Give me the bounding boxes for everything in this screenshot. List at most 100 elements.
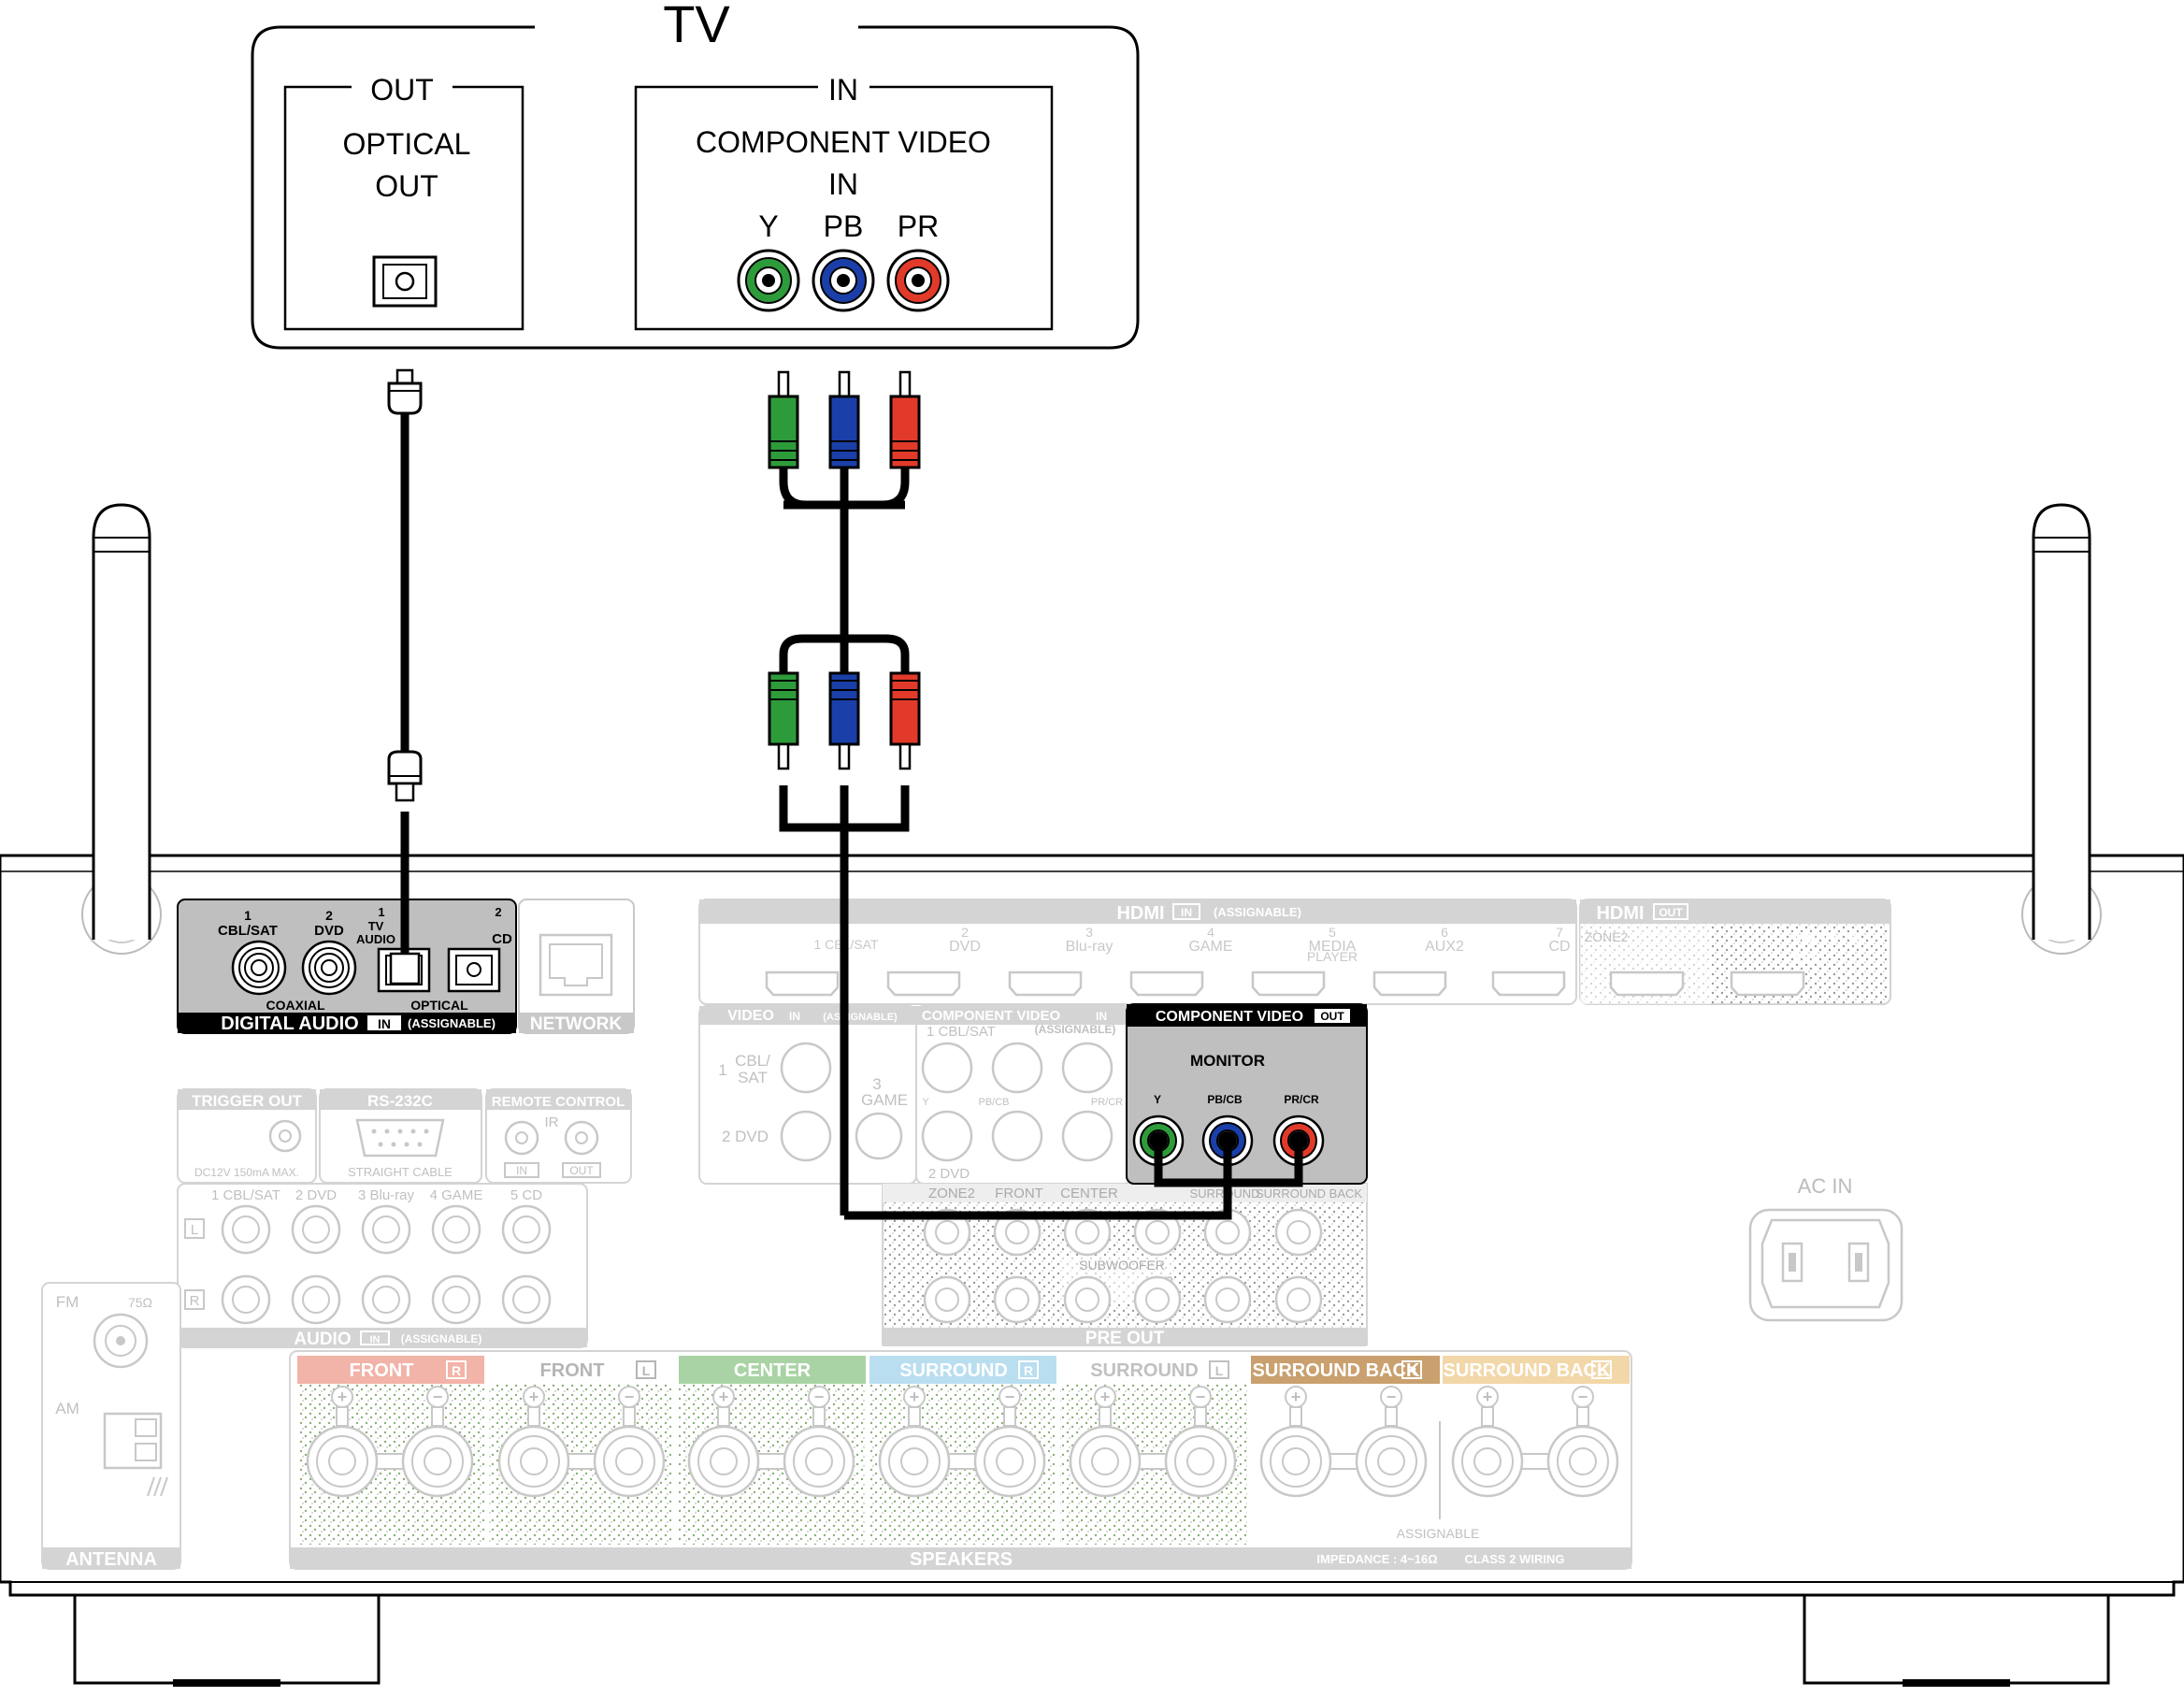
video-in-label: VIDEO	[727, 1008, 774, 1024]
tv-component-y-jack[interactable]	[737, 249, 800, 312]
audio-in-input-label: 5 CD	[510, 1187, 542, 1203]
speaker-terminal[interactable]	[687, 1425, 760, 1498]
speaker-terminal[interactable]	[1546, 1425, 1619, 1498]
pre-out-jack[interactable]	[1063, 1275, 1112, 1324]
trigger-out-jack[interactable]	[268, 1119, 302, 1153]
audio-in-jack[interactable]	[361, 1204, 411, 1255]
digital-audio-label: DIGITAL AUDIO	[221, 1014, 358, 1034]
audio-in-jack[interactable]	[431, 1274, 481, 1325]
audio-in-input-label: 2 DVD	[295, 1187, 337, 1203]
rs232c-panel: RS-232C STRAIGHT CABLE	[319, 1088, 482, 1184]
coaxial-in-1-jack[interactable]	[231, 940, 287, 996]
pre-out-jack[interactable]	[1063, 1208, 1112, 1257]
ac-in-socket[interactable]	[1748, 1208, 1904, 1322]
video-in-1-name-2: SAT	[738, 1069, 768, 1086]
hdmi-in-port[interactable]	[765, 971, 840, 997]
hdmi-out-zone2-port[interactable]	[1609, 971, 1685, 997]
speaker-terminal[interactable]	[401, 1425, 474, 1498]
audio-in-jack[interactable]	[501, 1204, 552, 1255]
hdmi-in-port[interactable]	[886, 971, 961, 997]
rs232c-port[interactable]	[355, 1118, 445, 1158]
optical-in-2-jack[interactable]	[447, 947, 501, 993]
remote-in-jack[interactable]	[504, 1120, 539, 1156]
coax-2-number: 2	[325, 908, 333, 923]
component-plug-red-top	[889, 370, 921, 469]
hdmi-in-port[interactable]	[1491, 971, 1566, 997]
hdmi-in-panel: HDMI IN (ASSIGNABLE) 2DVD3Blu-ray4GAME5M…	[698, 899, 1577, 1005]
speaker-plus-mark: +	[1483, 1388, 1493, 1406]
trigger-out-label: TRIGGER OUT	[192, 1092, 303, 1110]
hdmi-in-port[interactable]	[1008, 971, 1083, 997]
coaxial-in-2-jack[interactable]	[301, 940, 357, 996]
speaker-group-badge: L	[1215, 1363, 1224, 1378]
pre-out-jack[interactable]	[993, 1275, 1042, 1324]
speaker-terminal[interactable]	[1259, 1425, 1332, 1498]
hdmi-in-number: 3	[1085, 925, 1093, 940]
video-in-3-jack[interactable]	[855, 1112, 903, 1160]
hdmi-in-port[interactable]	[1251, 971, 1326, 997]
speaker-terminal[interactable]	[1451, 1425, 1524, 1498]
hdmi-in-name: MEDIA	[1309, 939, 1357, 955]
video-in-1-jack[interactable]	[780, 1042, 832, 1094]
pre-out-surround-back: SURROUND BACK	[1256, 1186, 1362, 1201]
speaker-terminal[interactable]	[306, 1425, 379, 1498]
speaker-terminal[interactable]	[497, 1425, 570, 1498]
audio-in-jack[interactable]	[221, 1274, 271, 1325]
pre-out-jack[interactable]	[923, 1208, 971, 1257]
pre-out-jack[interactable]	[1274, 1275, 1323, 1324]
audio-in-jack[interactable]	[291, 1274, 341, 1325]
speaker-terminal[interactable]	[593, 1425, 666, 1498]
network-ethernet-jack[interactable]	[539, 933, 613, 997]
remote-ir-label: IR	[545, 1115, 559, 1130]
pre-out-jack[interactable]	[993, 1208, 1042, 1257]
component-out-y: Y	[1154, 1093, 1161, 1106]
pre-out-jack[interactable]	[1133, 1275, 1182, 1324]
hdmi-in-port[interactable]	[1372, 971, 1447, 997]
pre-out-jack[interactable]	[1133, 1208, 1182, 1257]
speaker-terminal[interactable]	[973, 1425, 1046, 1498]
tv-y-label: Y	[758, 209, 778, 243]
pre-out-zone2: ZONE2	[928, 1186, 975, 1201]
audio-in-jack[interactable]	[361, 1274, 411, 1325]
wifi-antenna-left	[81, 503, 162, 955]
speaker-plus-mark: +	[719, 1388, 729, 1406]
audio-in-jack[interactable]	[431, 1204, 481, 1255]
component-in-badge: IN	[1096, 1010, 1107, 1023]
component-in-assignable: (ASSIGNABLE)	[1035, 1023, 1116, 1036]
tv-optical-out-jack[interactable]	[372, 255, 438, 308]
component-in-y: Y	[922, 1097, 929, 1108]
am-antenna-terminal[interactable]	[103, 1412, 168, 1497]
component-in-1-label: 1 CBL/SAT	[927, 1024, 996, 1040]
hdmi-in-port[interactable]	[1129, 971, 1204, 997]
speaker-terminal[interactable]	[1355, 1425, 1428, 1498]
speaker-terminal[interactable]	[1164, 1425, 1237, 1498]
tv-component-pr-jack[interactable]	[886, 249, 950, 312]
remote-out-jack[interactable]	[564, 1120, 599, 1156]
audio-in-jack[interactable]	[291, 1204, 341, 1255]
audio-in-jack[interactable]	[501, 1274, 552, 1325]
fm-antenna-jack[interactable]	[93, 1313, 149, 1369]
video-in-2-jack[interactable]	[780, 1110, 832, 1162]
speaker-terminal[interactable]	[1069, 1425, 1142, 1498]
optical-2-name: CD	[492, 931, 512, 947]
speaker-plus-mark: +	[338, 1388, 348, 1406]
pre-out-jack[interactable]	[1203, 1275, 1252, 1324]
pre-out-jack[interactable]	[1274, 1208, 1323, 1257]
component-in-1-y-jack[interactable]	[921, 1042, 973, 1094]
component-in-2-pr-jack[interactable]	[1061, 1110, 1114, 1162]
component-in-1-pb-jack[interactable]	[991, 1042, 1043, 1094]
hdmi-in-name: Blu-ray	[1066, 939, 1114, 955]
component-in-1-pr-jack[interactable]	[1061, 1042, 1114, 1094]
hdmi-out-monitor-port[interactable]	[1730, 971, 1805, 997]
speaker-group-label: SURROUND	[1090, 1360, 1199, 1381]
pre-out-jack[interactable]	[923, 1275, 971, 1324]
component-in-2-y-jack[interactable]	[921, 1110, 973, 1162]
audio-in-jack[interactable]	[221, 1204, 271, 1255]
speaker-terminal[interactable]	[783, 1425, 855, 1498]
component-in-2-pb-jack[interactable]	[991, 1110, 1043, 1162]
speaker-terminal[interactable]	[878, 1425, 951, 1498]
tv-component-pb-jack[interactable]	[812, 249, 875, 312]
hdmi-out-label: HDMI	[1596, 903, 1644, 924]
pre-out-front: FRONT	[995, 1186, 1043, 1201]
